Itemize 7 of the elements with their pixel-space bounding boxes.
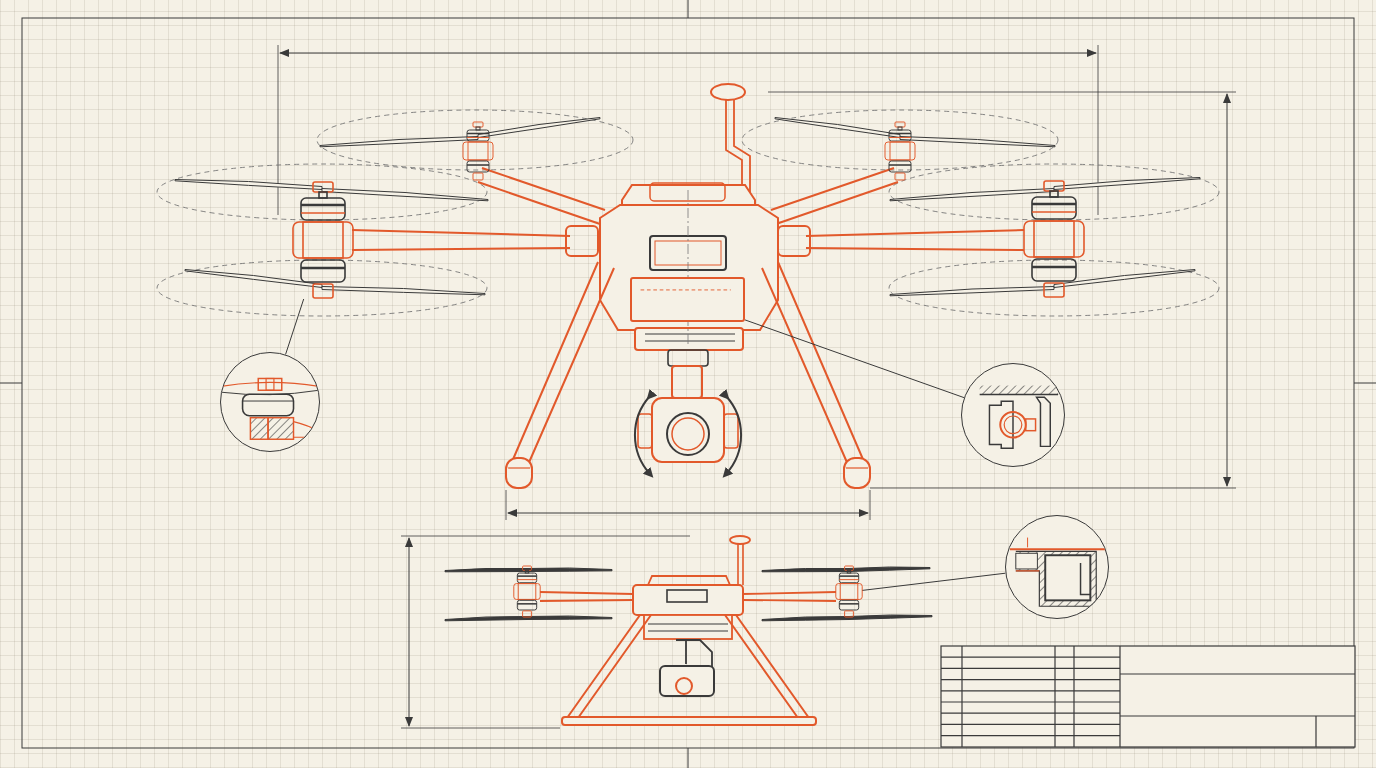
leader-line <box>744 319 965 399</box>
leader-line <box>861 572 1006 591</box>
leader-line <box>285 298 305 355</box>
payload-bay <box>630 277 745 322</box>
motor-drawing <box>294 181 352 299</box>
frame-detail-circle <box>1005 515 1109 619</box>
motor-drawing <box>836 566 862 618</box>
